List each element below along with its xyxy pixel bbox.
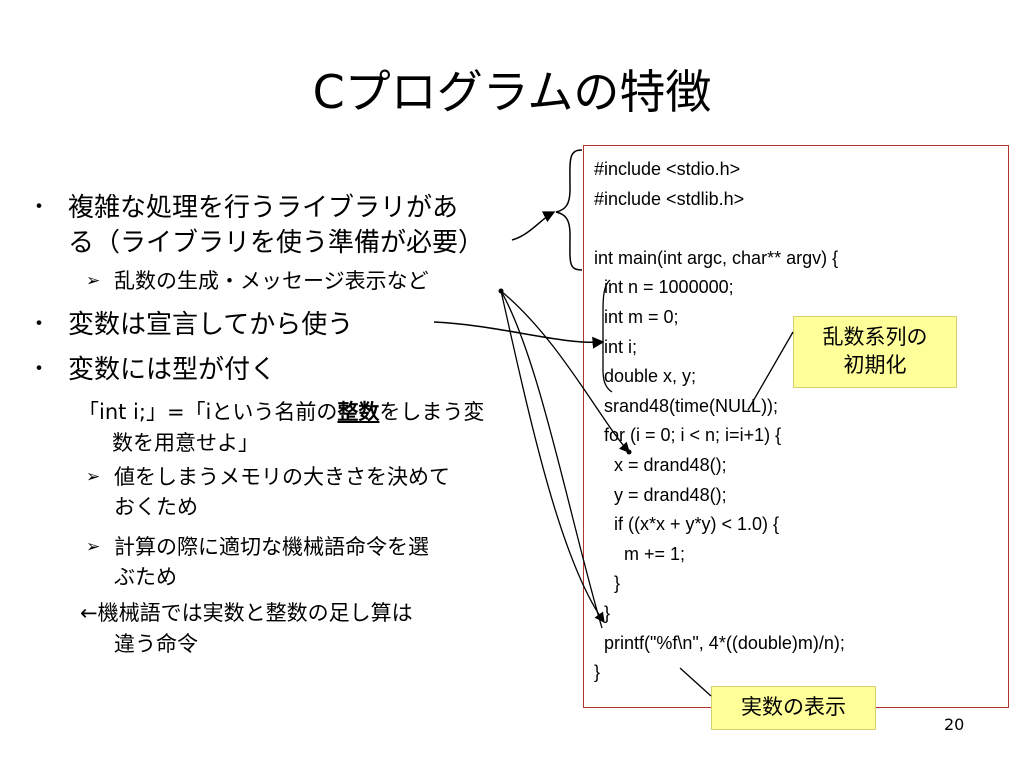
code-line: m += 1; bbox=[594, 543, 686, 564]
note-int-line1: 「int i;」=「iという名前の整数をしまう変 bbox=[78, 397, 484, 427]
note-machine-line1: ←機械語では実数と整数の足し算は bbox=[80, 601, 413, 625]
slide-title: Cプログラムの特徴 bbox=[312, 65, 712, 119]
bullet-declare: 変数は宣言してから使う bbox=[68, 310, 354, 340]
note-int-text-b: をしまう変 bbox=[379, 400, 485, 424]
note-int-line2: 数を用意せよ」 bbox=[112, 431, 259, 455]
arrow-bullet-icon: ➢ bbox=[86, 537, 101, 557]
code-line: if ((x*x + y*y) < 1.0) { bbox=[594, 514, 780, 535]
sub-bullet-memory-line2: おくため bbox=[114, 495, 198, 519]
code-line: } bbox=[594, 603, 611, 623]
sub-bullet-instruction-line2: ぶため bbox=[114, 565, 177, 589]
code-line: } bbox=[594, 573, 621, 594]
note-machine-line2: 違う命令 bbox=[114, 632, 198, 656]
arrow-bullet-icon: ➢ bbox=[86, 467, 101, 487]
page-number: 20 bbox=[944, 715, 965, 734]
code-line: #include <stdlib.h> bbox=[594, 188, 745, 209]
code-line: srand48(time(NULL)); bbox=[594, 395, 779, 416]
callout-seed-line1: 乱数系列の bbox=[822, 325, 928, 349]
bullet-marker: ・ bbox=[28, 195, 51, 220]
code-line: printf("%f\n", 4*((double)m)/n); bbox=[594, 632, 845, 653]
code-line: x = drand48(); bbox=[594, 455, 727, 475]
bullet-library-line2: る（ライブラリを使う準備が必要） bbox=[68, 228, 485, 258]
code-line: y = drand48(); bbox=[594, 484, 727, 505]
bullet-marker: ・ bbox=[28, 312, 51, 337]
note-int-bold: 整数 bbox=[337, 400, 380, 424]
code-line: #include <stdio.h> bbox=[594, 159, 741, 179]
code-line: double x, y; bbox=[594, 366, 697, 387]
bullet-library-line1: 複雑な処理を行うライブラリがあ bbox=[68, 193, 459, 223]
code-line: int n = 1000000; bbox=[594, 277, 734, 298]
code-line: for (i = 0; i < n; i=i+1) { bbox=[594, 425, 782, 446]
callout-seed: 乱数系列の 初期化 bbox=[793, 316, 957, 388]
bullet-types: 変数には型が付く bbox=[68, 355, 277, 385]
code-line: int m = 0; bbox=[594, 307, 679, 327]
callout-real-display: 実数の表示 bbox=[711, 686, 876, 730]
code-line: } bbox=[594, 662, 601, 683]
sub-bullet-memory-line1: 値をしまうメモリの大きさを決めて bbox=[114, 465, 450, 489]
bullet-list: ・ 複雑な処理を行うライブラリがあ る（ライブラリを使う準備が必要） ➢ 乱数の… bbox=[28, 193, 485, 656]
code-line: int i; bbox=[594, 336, 638, 357]
bullet-marker: ・ bbox=[28, 357, 51, 382]
code-line: int main(int argc, char** argv) { bbox=[594, 247, 839, 268]
sub-bullet-instruction-line1: 計算の際に適切な機械語命令を選 bbox=[114, 535, 429, 559]
sub-bullet-random: 乱数の生成・メッセージ表示など bbox=[114, 269, 429, 293]
arrow-bullet-icon: ➢ bbox=[86, 271, 101, 291]
callout-seed-line2: 初期化 bbox=[843, 353, 907, 377]
note-int-text-a: 「int i;」=「iという名前の bbox=[78, 400, 338, 424]
